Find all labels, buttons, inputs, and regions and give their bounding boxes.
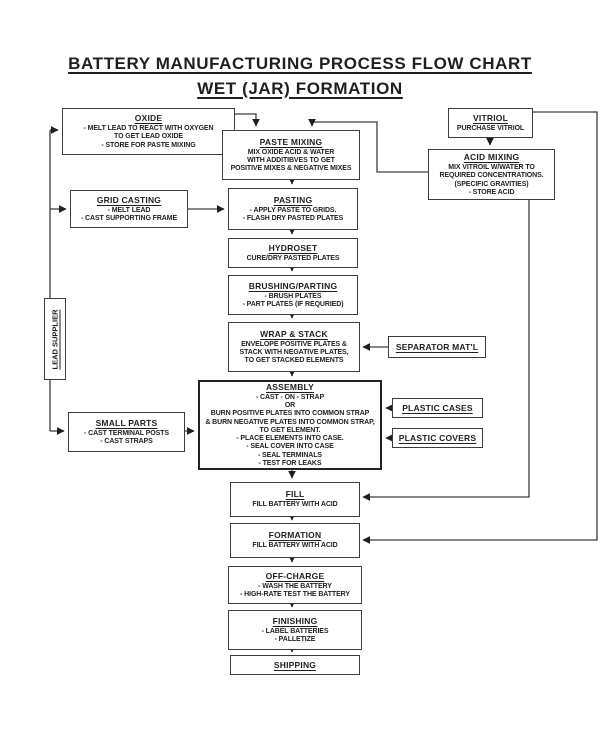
page-title: BATTERY MANUFACTURING PROCESS FLOW CHART… bbox=[0, 52, 600, 101]
node-small-parts-body: - CAST TERMINAL POSTS - CAST STRAPS bbox=[84, 429, 169, 445]
node-pasting: PASTING - APPLY PASTE TO GRIDS. - FLASH … bbox=[228, 188, 358, 230]
node-acid-mixing-body: MIX VITROIL W/WATER TO REQUIRED CONCENTR… bbox=[439, 164, 544, 196]
connector-acid-fill bbox=[362, 200, 530, 501]
node-paste-mixing-body: MIX OXIDE ACID & WATER WITH ADDITIBVES T… bbox=[230, 148, 352, 173]
node-wrap-stack: WRAP & STACK ENVELOPE POSITIVE PLATES & … bbox=[228, 322, 360, 372]
node-fill: FILL FILL BATTERY WITH ACID bbox=[230, 482, 360, 517]
page-title-line1: BATTERY MANUFACTURING PROCESS FLOW CHART bbox=[68, 54, 532, 73]
node-fill-body: FILL BATTERY WITH ACID bbox=[252, 501, 338, 509]
node-pasting-body: - APPLY PASTE TO GRIDS. - FLASH DRY PAST… bbox=[242, 206, 344, 222]
node-acid-mixing-title: ACID MIXING bbox=[463, 152, 520, 162]
node-wrap-stack-title: WRAP & STACK bbox=[260, 328, 328, 339]
node-assembly: ASSEMBLY - CAST - ON - STRAP OR BURN POS… bbox=[198, 380, 382, 470]
node-assembly-body: - CAST - ON - STRAP OR BURN POSITIVE PLA… bbox=[205, 393, 375, 467]
connector-right-formation bbox=[362, 111, 598, 544]
node-acid-mixing: ACID MIXING MIX VITROIL W/WATER TO REQUI… bbox=[428, 149, 555, 200]
node-lead-supplier: LEAD SUPPLIER bbox=[44, 298, 66, 380]
node-grid-casting-title: GRID CASTING bbox=[96, 194, 162, 205]
connector-lines bbox=[49, 111, 598, 653]
node-off-charge-title: OFF-CHARGE bbox=[265, 570, 325, 581]
node-shipping-title: SHIPPING bbox=[273, 660, 317, 670]
connector-acid-paste bbox=[308, 118, 428, 173]
node-vitriol-title: VITRIOL bbox=[473, 112, 508, 123]
node-finishing-title: FINISHING bbox=[272, 615, 318, 626]
node-plastic-cases: PLASTIC CASES bbox=[392, 398, 483, 418]
node-paste-mixing: PASTE MIXING MIX OXIDE ACID & WATER WITH… bbox=[222, 130, 360, 180]
node-formation: FORMATION FILL BATTERY WITH ACID bbox=[230, 523, 360, 558]
node-hydroset-title: HYDROSET bbox=[268, 242, 318, 253]
node-vitriol: VITRIOL PURCHASE VITRIOL bbox=[448, 108, 533, 138]
node-off-charge: OFF-CHARGE - WASH THE BATTERY - HIGH-RAT… bbox=[228, 566, 362, 604]
node-pasting-title: PASTING bbox=[273, 194, 313, 205]
node-hydroset-body: CURE/DRY PASTED PLATES bbox=[246, 254, 340, 262]
node-plastic-cases-title: PLASTIC CASES bbox=[402, 403, 473, 413]
node-finishing: FINISHING - LABEL BATTERIES - PALLETIZE bbox=[228, 610, 362, 650]
node-brushing-parting-title: BRUSHING/PARTING bbox=[248, 280, 338, 291]
node-plastic-covers: PLASTIC COVERS bbox=[392, 428, 483, 448]
node-small-parts-title: SMALL PARTS bbox=[95, 417, 158, 428]
page-title-line2: WET (JAR) FORMATION bbox=[197, 78, 403, 98]
node-separator-matl-title: SEPARATOR MAT'L bbox=[395, 342, 479, 352]
node-oxide-title: OXIDE bbox=[134, 113, 163, 124]
node-off-charge-body: - WASH THE BATTERY - HIGH-RATE TEST THE … bbox=[240, 582, 350, 598]
node-lead-supplier-title: LEAD SUPPLIER bbox=[50, 308, 60, 370]
connector-oxide-paste bbox=[235, 113, 260, 127]
node-wrap-stack-body: ENVELOPE POSITIVE PLATES & STACK WITH NE… bbox=[239, 340, 349, 365]
node-brushing-parting: BRUSHING/PARTING - BRUSH PLATES - PART P… bbox=[228, 275, 358, 315]
node-brushing-parting-body: - BRUSH PLATES - PART PLATES (IF REQURIE… bbox=[242, 292, 344, 308]
node-hydroset: HYDROSET CURE/DRY PASTED PLATES bbox=[228, 238, 358, 268]
node-separator-matl: SEPARATOR MAT'L bbox=[388, 336, 486, 358]
node-fill-title: FILL bbox=[285, 489, 305, 500]
node-oxide-body: - MELT LEAD TO REACT WITH OXYGEN TO GET … bbox=[83, 125, 214, 149]
node-assembly-title: ASSEMBLY bbox=[265, 381, 315, 392]
node-oxide: OXIDE - MELT LEAD TO REACT WITH OXYGEN T… bbox=[62, 108, 235, 155]
node-plastic-covers-title: PLASTIC COVERS bbox=[398, 433, 477, 443]
node-shipping: SHIPPING bbox=[230, 655, 360, 675]
node-small-parts: SMALL PARTS - CAST TERMINAL POSTS - CAST… bbox=[68, 412, 185, 452]
node-formation-title: FORMATION bbox=[268, 530, 322, 541]
node-grid-casting: GRID CASTING - MELT LEAD - CAST SUPPORTI… bbox=[70, 190, 188, 228]
node-formation-body: FILL BATTERY WITH ACID bbox=[252, 542, 338, 550]
node-finishing-body: - LABEL BATTERIES - PALLETIZE bbox=[261, 627, 329, 643]
node-grid-casting-body: - MELT LEAD - CAST SUPPORTING FRAME bbox=[80, 206, 178, 222]
node-vitriol-body: PURCHASE VITRIOL bbox=[456, 124, 525, 132]
node-paste-mixing-title: PASTE MIXING bbox=[259, 136, 323, 147]
